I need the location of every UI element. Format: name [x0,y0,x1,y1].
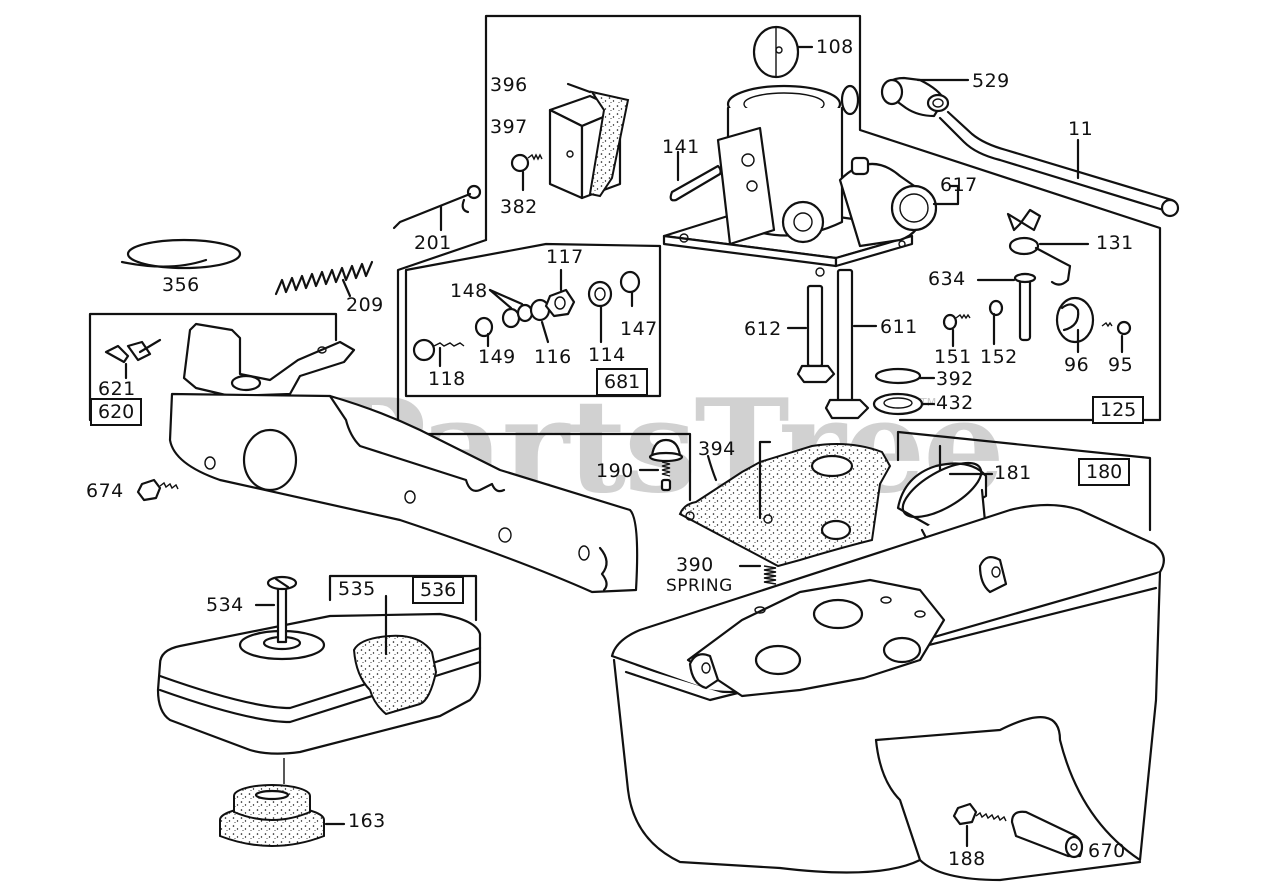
label-part-141[interactable]: 141 [662,136,700,158]
label-part-190[interactable]: 190 [596,460,634,482]
part-394-gasket [678,440,892,568]
label-part-117[interactable]: 117 [546,246,584,268]
part-108-choke-plate [752,25,814,79]
governor-bracket [182,322,356,398]
part-670-spacer [1010,810,1084,859]
label-part-394[interactable]: 394 [698,438,736,460]
part-674-bolt [136,478,179,502]
part-131-throttle-lever [1006,208,1090,286]
label-part-131[interactable]: 131 [1096,232,1134,254]
assembly-box-620[interactable]: 620 [90,398,143,426]
part-118-screw [412,338,465,368]
assembly-box-536[interactable]: 536 [412,576,465,604]
part-432-seal [872,392,936,416]
part-95-screw [1101,320,1132,354]
part-114-washer [587,280,613,344]
label-part-612[interactable]: 612 [744,318,782,340]
part-163-base-filter [219,758,346,847]
intake-cover [168,392,639,594]
carburetor-body [662,84,938,277]
part-188-bolt [952,802,1007,848]
part-11-fuel-tube [938,110,1180,218]
label-part-108[interactable]: 108 [816,36,854,58]
label-part-397[interactable]: 397 [490,116,528,138]
part-117-nut [544,268,576,318]
label-part-147[interactable]: 147 [620,318,658,340]
part-382-screw [510,153,543,192]
part-529-elbow [880,76,970,118]
label-part-181[interactable]: 181 [994,462,1032,484]
group-outline-180 [896,430,1152,532]
part-392-gasket [874,367,936,385]
label-part-396[interactable]: 396 [490,74,528,96]
label-part-151[interactable]: 151 [934,346,972,368]
label-part-356[interactable]: 356 [162,274,200,296]
part-611-bolt [824,268,878,420]
part-390-spring [738,564,777,585]
label-part-209[interactable]: 209 [346,294,384,316]
part-141-shaft [669,150,722,202]
label-part-674[interactable]: 674 [86,480,124,502]
part-96-plate [1055,296,1095,354]
part-617-seal [932,184,960,206]
label-part-611[interactable]: 611 [880,316,918,338]
group-outline-681 [404,242,662,398]
part-535-filter-element [352,594,438,716]
label-part-529[interactable]: 529 [972,70,1010,92]
part-148-washers [488,288,534,329]
governor-link-rod [328,394,506,493]
label-part-390-spring: SPRING [666,576,733,596]
label-part-534[interactable]: 534 [206,594,244,616]
label-part-432[interactable]: 432 [936,392,974,414]
part-201-link [392,184,482,232]
label-part-149[interactable]: 149 [478,346,516,368]
label-part-116[interactable]: 116 [534,346,572,368]
part-396-gasket [566,82,630,198]
label-part-621[interactable]: 621 [98,378,136,400]
label-part-382[interactable]: 382 [500,196,538,218]
group-outline-620 [88,312,338,422]
part-209-spring [274,260,374,298]
label-part-201[interactable]: 201 [414,232,452,254]
label-part-95[interactable]: 95 [1108,354,1134,376]
label-part-390[interactable]: 390 [676,554,714,576]
part-612-bolt [786,284,836,384]
part-621-clip [104,338,162,380]
label-part-670[interactable]: 670 [1088,840,1126,862]
label-part-118[interactable]: 118 [428,368,466,390]
part-149-spring [474,316,494,348]
assembly-box-180[interactable]: 180 [1078,458,1131,486]
watermark-trademark: TM [920,396,937,409]
label-part-392[interactable]: 392 [936,368,974,390]
part-190-screw [638,438,684,492]
part-151-screw [942,313,971,348]
label-part-96[interactable]: 96 [1064,354,1090,376]
part-634-throttle-shaft [976,272,1037,342]
label-part-535[interactable]: 535 [338,578,376,600]
label-part-188[interactable]: 188 [948,848,986,870]
label-part-617[interactable]: 617 [940,174,978,196]
part-147-needle [619,270,641,308]
label-part-11[interactable]: 11 [1068,118,1094,140]
assembly-box-681[interactable]: 681 [596,368,649,396]
label-part-634[interactable]: 634 [928,268,966,290]
label-part-148[interactable]: 148 [450,280,488,302]
label-part-114[interactable]: 114 [588,344,626,366]
part-152-spring [988,299,1004,346]
part-356-ring [120,238,242,270]
label-part-152[interactable]: 152 [980,346,1018,368]
group-outline-536 [328,574,478,622]
label-part-163[interactable]: 163 [348,810,386,832]
fuel-tank [610,503,1165,882]
assembly-box-125[interactable]: 125 [1092,396,1145,424]
